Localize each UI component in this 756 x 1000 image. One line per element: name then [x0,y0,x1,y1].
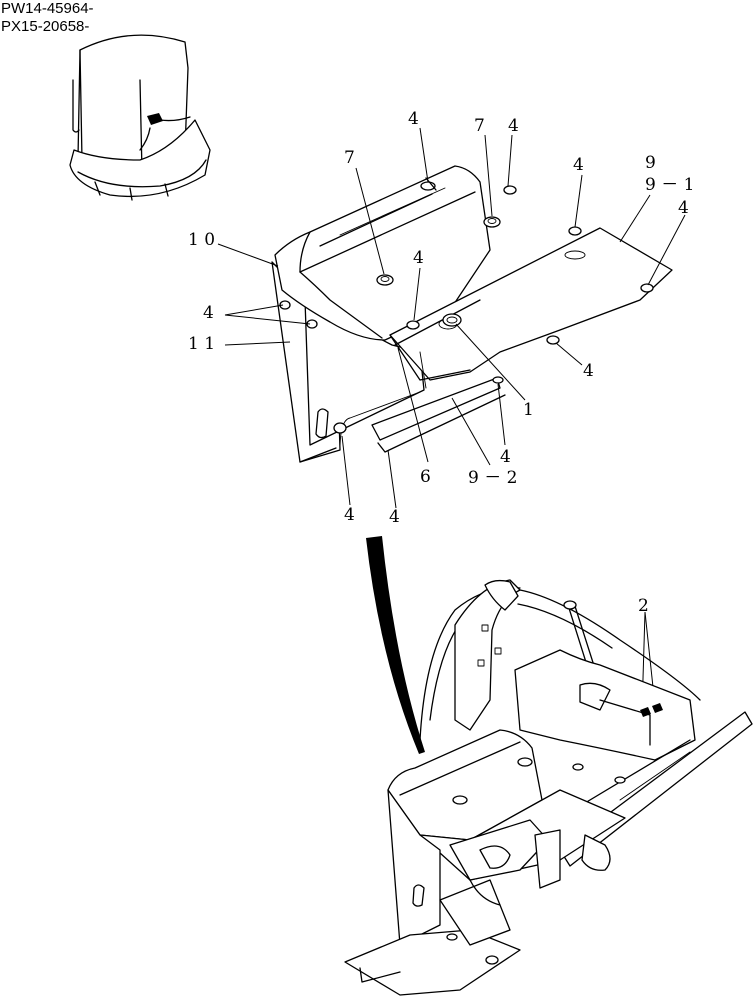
plate [389,227,673,381]
callout-4-g: 4 [583,361,594,381]
bolt-group [279,177,654,434]
callout-4-f: 4 [203,303,214,323]
frame-assembly [344,579,753,996]
callout-2: 2 [638,596,649,616]
serial-range-2: PX15-20658- [1,18,90,35]
callout-4-c: 4 [573,155,584,175]
callout-4-a: 4 [408,109,419,129]
callout-4-h: 4 [500,447,511,467]
serial-range-1: PW14-45964- [1,0,94,17]
callout-9-1: 9 － 1 [645,175,694,195]
cover-assembly [271,165,673,463]
callout-11: 1 1 [188,334,215,354]
callout-4-e: 4 [413,248,424,268]
callout-4-d: 4 [678,198,689,218]
callout-4-j: 4 [389,507,400,527]
callout-10: 1 0 [188,230,215,250]
callout-labels: 4 7 4 7 4 9 9 － 1 4 1 0 4 4 1 1 4 1 4 6 … [188,109,694,616]
callout-1: 1 [523,400,534,420]
callout-4-i: 4 [344,505,355,525]
callout-9: 9 [645,153,656,173]
callout-9-2: 9 － 2 [468,468,517,488]
callout-7-a: 7 [474,116,485,136]
cab-thumbnail [69,34,211,201]
callout-7-b: 7 [344,148,355,168]
leader-lines [217,127,686,713]
strip [371,377,501,441]
callout-6: 6 [420,467,431,487]
callout-4-b: 4 [508,116,519,136]
connector-arrow [366,536,425,754]
